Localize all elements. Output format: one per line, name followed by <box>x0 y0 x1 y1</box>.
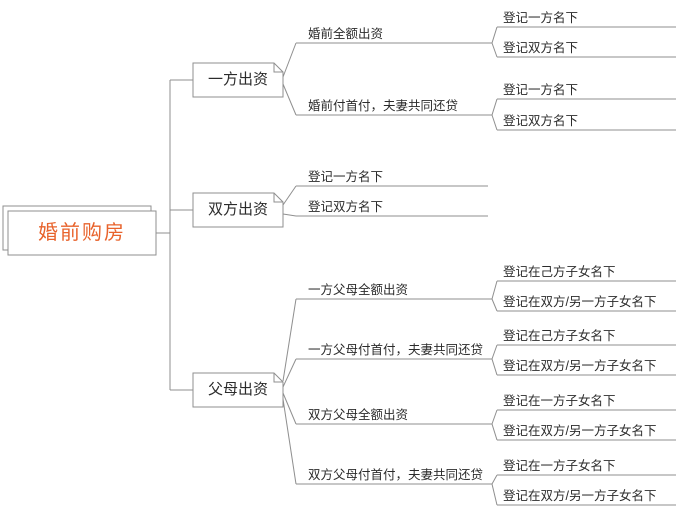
root-node: 婚前购房 <box>38 222 126 244</box>
branch-both-parties-funding: 双方出资 <box>207 201 268 218</box>
sub-branch-node: 一方父母付首付，夫妻共同还贷 <box>308 343 484 357</box>
leaf-node: 登记双方名下 <box>503 114 579 128</box>
branch-parents-funding: 父母出资 <box>207 381 268 398</box>
sub-branch-node: 婚前付首付，夫妻共同还贷 <box>308 99 459 113</box>
leaf-node: 登记在双方/另一方子女名下 <box>503 359 657 373</box>
leaf-node: 登记一方名下 <box>308 170 384 184</box>
leaf-node: 登记一方名下 <box>503 11 579 25</box>
leaf-node: 登记在己方子女名下 <box>503 329 616 343</box>
leaf-node: 登记在双方/另一方子女名下 <box>503 489 657 503</box>
leaf-node: 登记在一方子女名下 <box>503 394 616 408</box>
sub-branch-node: 双方父母付首付，夫妻共同还贷 <box>308 468 484 482</box>
leaf-node: 登记在双方/另一方子女名下 <box>503 295 657 309</box>
leaf-node: 登记一方名下 <box>503 83 579 97</box>
branch-one-party-funding: 一方出资 <box>207 71 268 88</box>
sub-branch-node: 一方父母全额出资 <box>308 283 409 297</box>
sub-branch-node: 双方父母全额出资 <box>308 408 409 422</box>
branch-box-shapes <box>192 62 284 408</box>
leaf-node: 登记双方名下 <box>308 200 384 214</box>
leaf-node: 登记在双方/另一方子女名下 <box>503 424 657 438</box>
leaf-node: 登记在一方子女名下 <box>503 459 616 473</box>
sub-branch-node: 婚前全额出资 <box>308 27 384 41</box>
leaf-node: 登记在己方子女名下 <box>503 265 616 279</box>
leaf-node: 登记双方名下 <box>503 41 579 55</box>
root-node-shape <box>2 205 157 256</box>
